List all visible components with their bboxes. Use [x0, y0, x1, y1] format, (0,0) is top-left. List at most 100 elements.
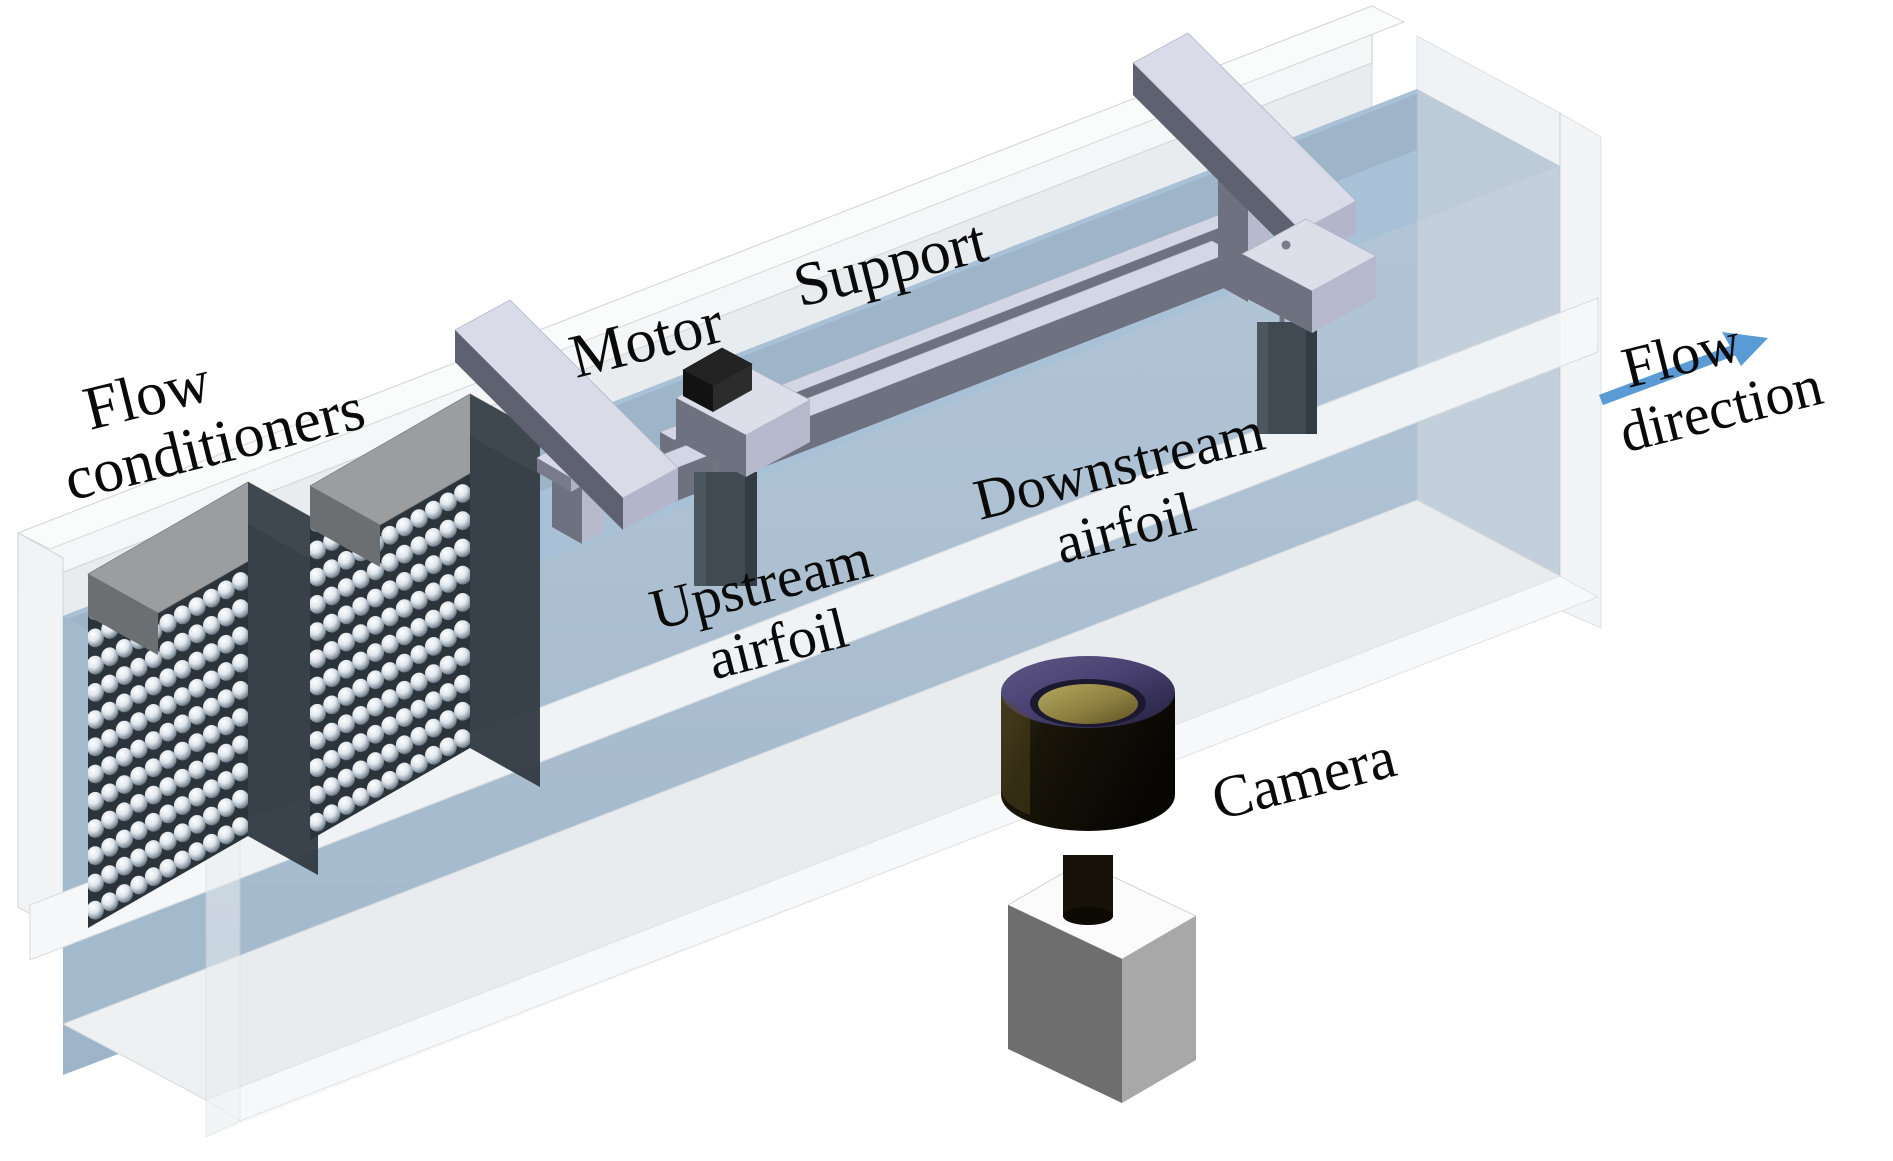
conditioner-hole — [410, 727, 428, 746]
conditioner-hole — [232, 817, 248, 836]
camera-lens-barrel — [1001, 692, 1175, 831]
conditioner-2-side-shadow — [470, 436, 540, 787]
conditioner-hole — [159, 859, 177, 878]
conditioner-hole — [366, 588, 385, 608]
conditioner-hole — [337, 714, 355, 734]
tank-right-end-glass-edge — [1559, 112, 1602, 629]
conditioner-hole — [232, 599, 248, 619]
support-frame-right — [1132, 32, 1357, 302]
conditioner-hole — [173, 660, 192, 679]
conditioner-hole — [232, 708, 248, 727]
conditioner-hole — [188, 706, 206, 725]
conditioner-hole — [425, 745, 443, 765]
conditioner-hole — [352, 733, 370, 753]
flow-direction-arrow — [1599, 332, 1768, 406]
conditioner-hole — [115, 693, 133, 713]
conditioner-hole — [188, 842, 206, 862]
conditioner-hole — [366, 752, 385, 771]
conditioner-hole — [115, 829, 133, 849]
conditioner-hole — [232, 762, 248, 782]
conditioner-hole — [188, 760, 206, 780]
conditioner-hole — [144, 867, 163, 887]
motor-carriage-front — [676, 398, 746, 477]
left-crossbeam-right — [623, 468, 678, 530]
right-crossbeam-front — [1133, 63, 1301, 263]
conditioner-hole — [88, 628, 104, 648]
conditioner-hole — [410, 699, 428, 719]
conditioner-hole — [425, 664, 443, 683]
conditioner-hole — [159, 641, 177, 660]
conditioner-hole — [366, 697, 385, 717]
conditioner-hole — [454, 484, 470, 503]
conditioner-hole — [203, 588, 221, 608]
conditioner-hole — [425, 637, 443, 656]
conditioner-hole — [159, 613, 177, 633]
conditioner-hole — [130, 657, 148, 677]
conditioner-hole — [323, 777, 341, 796]
conditioner-hole — [310, 758, 326, 778]
conditioner-hole — [310, 812, 326, 832]
conditioner-hole — [144, 785, 163, 805]
label-flow-direction: Flow direction — [1613, 309, 1829, 465]
conditioner-hole — [352, 624, 370, 644]
conditioner-hole — [439, 628, 457, 648]
conditioner-hole — [101, 865, 119, 884]
conditioner-hole — [115, 856, 133, 876]
conditioner-hole — [217, 689, 235, 709]
conditioner-hole — [144, 731, 163, 750]
conditioner-hole — [352, 678, 370, 698]
conditioner-hole — [203, 752, 221, 771]
conditioner-hole — [410, 536, 428, 556]
conditioner-hole — [115, 720, 133, 740]
upstream-airfoil-highlight — [694, 472, 706, 586]
downstream-airfoil-assembly — [1257, 290, 1317, 434]
conditioner-hole — [381, 662, 399, 681]
conditioner-hole — [381, 553, 399, 572]
conditioner-hole — [188, 678, 206, 698]
conditioner-1-side-shadow — [248, 524, 318, 875]
camera-lens-glass — [1038, 684, 1138, 724]
conditioner-hole — [425, 718, 443, 738]
conditioner-hole — [88, 764, 104, 784]
conditioner-hole — [232, 572, 248, 591]
conditioner-hole — [130, 821, 148, 841]
conditioner-hole — [115, 802, 133, 822]
conditioner-hole — [203, 697, 221, 717]
conditioner-hole — [310, 785, 326, 805]
tank-front-bottom-rail — [29, 297, 1599, 961]
conditioner-hole — [439, 492, 457, 512]
label-camera: Camera — [1205, 723, 1402, 832]
downstream-carriage-front — [1242, 254, 1312, 333]
conditioner-1-cap-front — [88, 574, 158, 655]
conditioner-hole — [130, 875, 148, 895]
left-post-foot-front — [537, 458, 571, 492]
conditioner-hole — [310, 649, 326, 669]
conditioner-hole — [352, 760, 370, 780]
conditioner-hole — [101, 783, 119, 803]
conditioner-hole — [159, 695, 177, 715]
conditioner-hole — [232, 653, 248, 673]
conditioner-hole — [366, 724, 385, 744]
conditioner-hole — [323, 641, 341, 660]
conditioner-hole — [337, 687, 355, 706]
conditioner-hole — [439, 710, 457, 730]
conditioner-hole — [188, 787, 206, 807]
camera — [1000, 656, 1197, 1103]
conditioner-hole — [395, 653, 414, 673]
conditioner-hole — [159, 668, 177, 688]
conditioner-hole — [173, 714, 192, 734]
conditioner-hole — [232, 735, 248, 755]
conditioner-hole — [188, 733, 206, 753]
conditioner-hole — [144, 840, 163, 859]
conditioner-hole — [173, 850, 192, 870]
conditioner-hole — [323, 722, 341, 742]
conditioner-hole — [366, 616, 385, 635]
conditioner-hole — [395, 626, 414, 646]
conditioner-hole — [173, 768, 192, 788]
conditioner-hole — [203, 643, 221, 663]
conditioner-hole — [454, 538, 470, 558]
flow-arrow-shaft — [1599, 340, 1747, 406]
conditioner-hole — [323, 804, 341, 824]
conditioner-hole — [310, 540, 326, 560]
